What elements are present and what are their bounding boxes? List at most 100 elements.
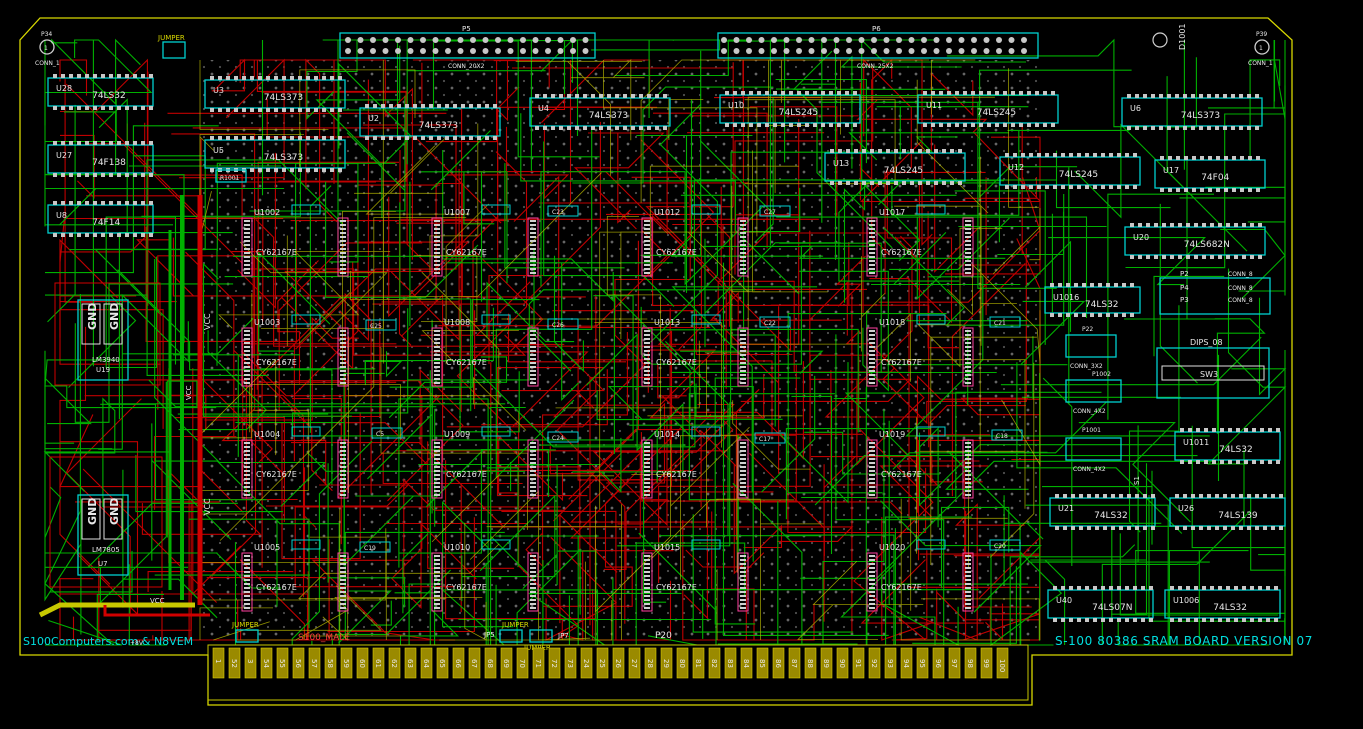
edge-pin-number: 82 [710, 659, 718, 668]
logic-chip-u27: U27 74F138 [47, 141, 154, 177]
edge-finger: 96 [932, 647, 945, 679]
p4-ref: P4 [1180, 284, 1189, 292]
edge-pin-number: 1 [214, 659, 222, 663]
edge-pin-number: 29 [662, 659, 670, 668]
sram-chip-value: CY62167E [881, 248, 922, 257]
edge-finger: 100 [996, 647, 1009, 679]
edge-finger: 3 [244, 647, 257, 679]
p34-ref: P34 [41, 31, 52, 38]
p1001-ref: P1001 [1082, 427, 1101, 434]
edge-pin-number: 97 [950, 659, 958, 668]
dip-switch-sw3: DIPS_08 SW3 [1156, 338, 1270, 399]
edge-finger: 89 [820, 647, 833, 679]
edge-finger: 68 [484, 647, 497, 679]
edge-finger: 57 [308, 647, 321, 679]
edge-pin-number: 84 [742, 659, 750, 668]
edge-pin-number: 85 [758, 659, 766, 668]
logic-chip-value: 74LS245 [1059, 170, 1098, 180]
edge-finger: 54 [260, 647, 273, 679]
edge-finger: 86 [772, 647, 785, 679]
logic-chip-ref: U1011 [1183, 438, 1209, 447]
edge-finger: 97 [948, 647, 961, 679]
s1-ref: S1 [1133, 476, 1141, 485]
logic-chip-value: 74LS373 [264, 153, 303, 163]
sram-chip-ref: U1003 [254, 318, 280, 327]
sram-chip-ref: U1008 [444, 318, 470, 327]
cap-tag: C23 [547, 205, 579, 217]
logic-chip-ref: U27 [56, 151, 72, 160]
edge-finger: 66 [452, 647, 465, 679]
edge-pin-number: 56 [294, 659, 302, 668]
regulator-u19: GND GND LM3940 U19 [54, 282, 161, 386]
sram-chip-ref: U1014 [654, 430, 680, 439]
conn-p22: P22 CONN_3X2 [1065, 326, 1117, 370]
edge-pin-number: 54 [262, 659, 270, 668]
edge-finger: 92 [868, 647, 881, 679]
sram-chip-ref: U1010 [444, 543, 470, 552]
logic-chip-ref: U28 [56, 84, 72, 93]
sram-chip-ref: U1017 [879, 208, 905, 217]
edge-pin-number: 59 [342, 659, 350, 668]
edge-pin-number: 71 [534, 659, 542, 668]
r1001-label: R1001 [220, 175, 240, 182]
logic-chip-u1016: U1016 74LS32 [1044, 283, 1141, 317]
edge-pin-number: 83 [726, 659, 734, 668]
edge-finger: 28 [644, 647, 657, 679]
logic-chip-value: 74F138 [92, 158, 126, 168]
sram-chip-ref: U1009 [444, 430, 470, 439]
edge-finger: 62 [388, 647, 401, 679]
edge-pin-number: 72 [550, 659, 558, 668]
logic-chip-ref: U17 [1163, 166, 1179, 175]
conn-p1002: P1002 CONN_4X2 [1065, 371, 1122, 415]
credit-text: S100Computers.com & N8VEM [23, 635, 193, 648]
edge-pin-number: 94 [902, 659, 910, 668]
logic-chip-value: 74LS32 [1085, 300, 1119, 310]
p22-ref: P22 [1082, 326, 1093, 333]
logic-chip-ref: U40 [1056, 596, 1072, 605]
edge-finger: 80 [676, 647, 689, 679]
logic-chip-value: 74LS245 [977, 108, 1016, 118]
cap-tag: C27 [759, 205, 791, 217]
logic-chip-ref: U8 [56, 211, 67, 220]
edge-pin-number: 96 [934, 659, 942, 668]
conn-p6: P6 CONN_25X2 [717, 25, 1039, 70]
edge-pin-number: 95 [918, 659, 926, 668]
p1002-ref: P1002 [1092, 371, 1111, 378]
edge-pin-number: 28 [646, 659, 654, 668]
edge-finger: 69 [500, 647, 513, 679]
logic-chip-value: 74F14 [92, 218, 120, 228]
cap-label: C18 [996, 433, 1008, 440]
u7-gnd-2: GND [108, 498, 121, 525]
p5-ref: P5 [462, 25, 471, 33]
cap-label: C25 [370, 323, 382, 330]
edge-pin-number: 81 [694, 659, 702, 668]
sram-chip-value: CY62167E [446, 470, 487, 479]
edge-pin-number: 89 [822, 659, 830, 668]
edge-finger: 99 [980, 647, 993, 679]
cap-tag: C26 [547, 318, 579, 330]
logic-chip-ref: U1016 [1053, 293, 1079, 302]
cap-tag: C18 [991, 429, 1023, 441]
plus8v-label: +8V [130, 640, 144, 647]
logic-chip-value: 74LS373 [589, 111, 628, 121]
logic-chip-ref: U12 [1008, 163, 1024, 172]
edge-finger: 26 [612, 647, 625, 679]
edge-finger: 60 [356, 647, 369, 679]
edge-finger: 25 [596, 647, 609, 679]
edge-finger: 59 [340, 647, 353, 679]
edge-pin-number: 25 [598, 659, 606, 668]
edge-pin-number: 92 [870, 659, 878, 668]
